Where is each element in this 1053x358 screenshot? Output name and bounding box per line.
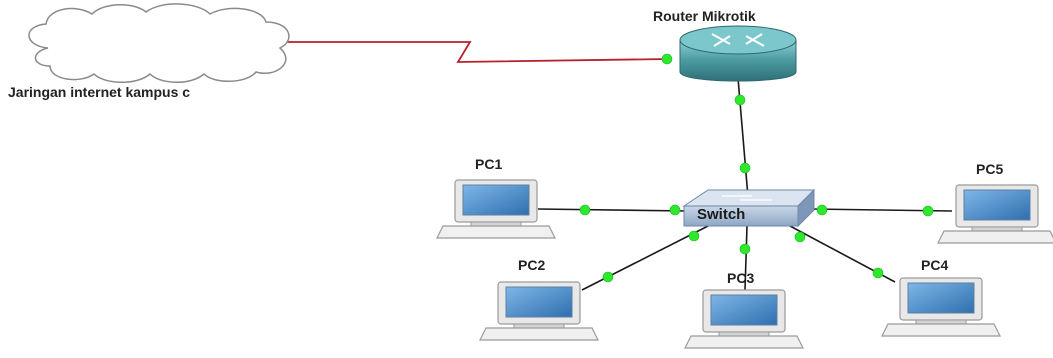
link-endpoint-dot <box>688 230 700 242</box>
link-endpoint-dot <box>794 231 806 243</box>
switch-label: Switch <box>697 206 746 223</box>
switch-icon[interactable] <box>682 188 816 228</box>
pc1-label: PC1 <box>475 156 503 172</box>
internet-cloud <box>28 3 290 83</box>
cloud-label: Jaringan internet kampus c <box>8 84 191 100</box>
pc5-icon[interactable] <box>937 184 1053 244</box>
link-endpoint-dot <box>602 271 614 283</box>
router-label: Router Mikrotik <box>653 8 756 24</box>
link-endpoint-dot <box>739 162 751 174</box>
link-endpoint-dot <box>739 243 751 255</box>
pc3-label: PC3 <box>727 270 755 286</box>
pc1-link <box>537 208 689 212</box>
link-endpoint-dot <box>579 204 591 216</box>
pc3-link <box>744 225 748 291</box>
link-endpoint-dot <box>872 267 884 279</box>
link-endpoint-dot <box>661 53 673 65</box>
link-endpoint-dot <box>922 205 934 217</box>
link-endpoint-dot <box>734 94 746 106</box>
pc2-label: PC2 <box>518 257 546 273</box>
pc5-label: PC5 <box>976 161 1004 177</box>
pc4-icon[interactable] <box>881 277 1001 337</box>
link-endpoint-dot <box>816 204 828 216</box>
pc4-label: PC4 <box>921 257 949 273</box>
pc2-icon[interactable] <box>479 281 599 341</box>
router-icon[interactable] <box>679 25 797 82</box>
pc3-icon[interactable] <box>684 289 804 349</box>
wan-link <box>282 41 669 63</box>
link-endpoint-dot <box>669 204 681 216</box>
pc1-icon[interactable] <box>436 179 556 239</box>
